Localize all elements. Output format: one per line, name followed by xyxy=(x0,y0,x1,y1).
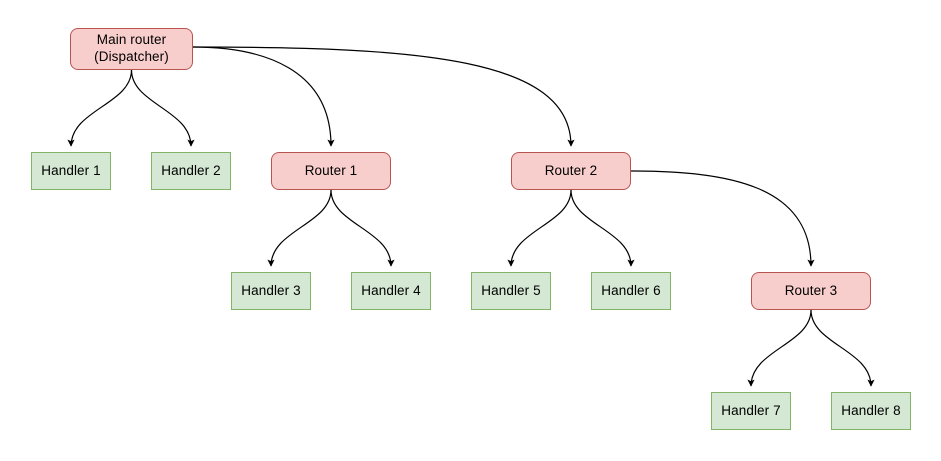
node-label-handler7: Handler 7 xyxy=(721,402,781,418)
edge-router2-handler5 xyxy=(507,189,572,267)
node-handler1[interactable]: Handler 1 xyxy=(31,152,111,190)
node-label-handler1: Handler 1 xyxy=(41,162,101,178)
node-label-handler6: Handler 6 xyxy=(601,282,661,298)
edge-main-handler1 xyxy=(67,69,133,147)
edge-router3-handler7 xyxy=(747,309,812,387)
node-handler8[interactable]: Handler 8 xyxy=(831,392,911,430)
node-router1[interactable]: Router 1 xyxy=(271,152,391,190)
edge-router2-handler6 xyxy=(570,189,635,267)
node-router2[interactable]: Router 2 xyxy=(511,152,631,190)
node-label-handler4: Handler 4 xyxy=(361,282,421,298)
edge-main-handler2 xyxy=(130,69,195,147)
node-handler6[interactable]: Handler 6 xyxy=(591,272,671,310)
node-label-main_router: Main router (Dispatcher) xyxy=(94,32,169,64)
node-label-handler2: Handler 2 xyxy=(161,162,221,178)
node-handler5[interactable]: Handler 5 xyxy=(471,272,551,310)
node-label-router1: Router 1 xyxy=(304,162,358,178)
edge-router1-handler3 xyxy=(267,189,332,267)
edge-main-router2 xyxy=(192,46,575,147)
edge-router1-handler4 xyxy=(330,189,395,267)
node-handler3[interactable]: Handler 3 xyxy=(231,272,311,310)
edge-router2-router3 xyxy=(630,170,815,267)
edge-main-router1 xyxy=(192,46,335,147)
node-main_router[interactable]: Main router (Dispatcher) xyxy=(70,28,193,70)
node-label-handler3: Handler 3 xyxy=(241,282,301,298)
node-handler7[interactable]: Handler 7 xyxy=(711,392,791,430)
node-handler2[interactable]: Handler 2 xyxy=(151,152,231,190)
edge-router3-handler8 xyxy=(810,309,875,387)
node-label-handler5: Handler 5 xyxy=(481,282,541,298)
node-label-handler8: Handler 8 xyxy=(841,402,901,418)
node-label-router3: Router 3 xyxy=(784,282,838,298)
node-router3[interactable]: Router 3 xyxy=(751,272,871,310)
node-handler4[interactable]: Handler 4 xyxy=(351,272,431,310)
node-label-router2: Router 2 xyxy=(544,162,598,178)
